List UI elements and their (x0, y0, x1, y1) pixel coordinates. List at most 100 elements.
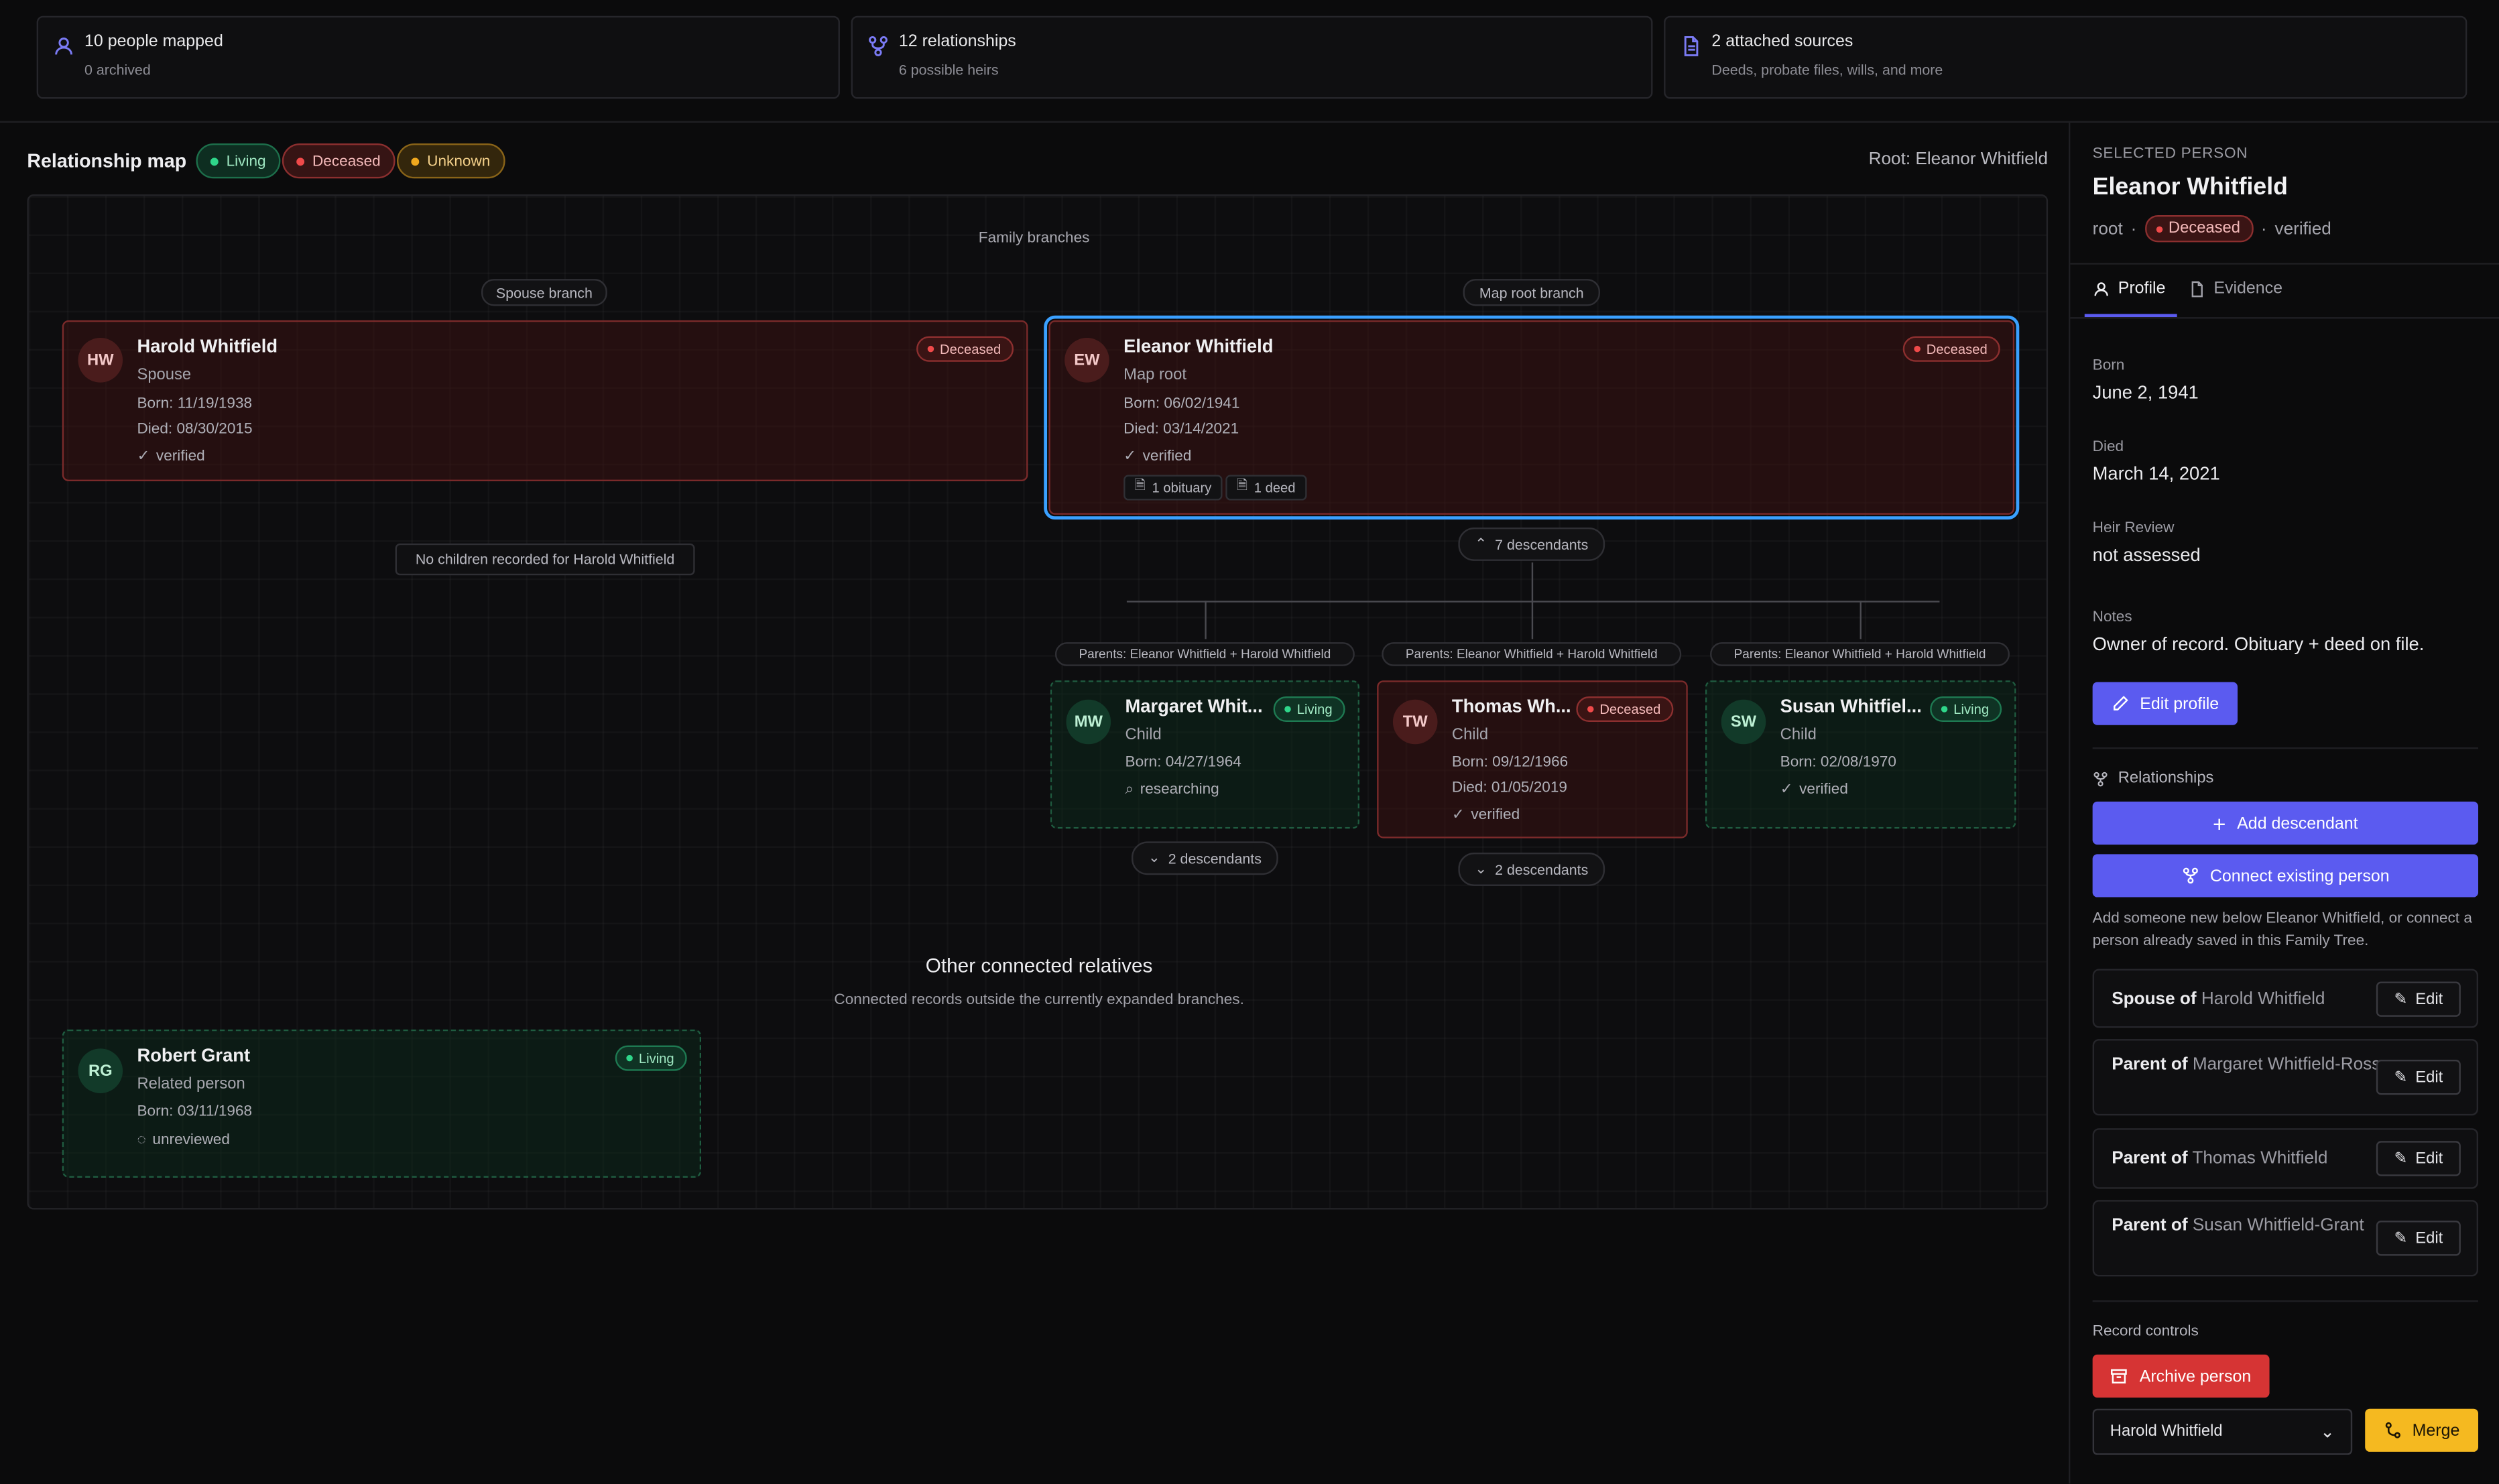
edit-relationship-button[interactable]: ✎Edit (2376, 1141, 2461, 1176)
pencil-icon: ✎ (2394, 990, 2408, 1008)
avatar: MW (1066, 699, 1111, 745)
relationship-item[interactable]: Parent of Susan Whitfield-Grant ✎Edit (2092, 1200, 2479, 1277)
legend-unknown[interactable]: Unknown (396, 143, 505, 179)
status-text: researching (1140, 780, 1219, 799)
thomas-descendants-toggle[interactable]: ⌄2 descendants (1458, 852, 1605, 886)
add-descendant-label: Add descendant (2237, 813, 2358, 833)
relationship-text: Parent of Margaret Whitfield-Ross (2112, 1052, 2382, 1078)
merge-icon (2384, 1422, 2400, 1438)
chevron-down-icon: ⌄ (1148, 849, 1160, 865)
edit-relationship-button[interactable]: ✎Edit (2376, 1060, 2461, 1095)
archive-person-label: Archive person (2139, 1366, 2252, 1386)
relationship-kind: Spouse of (2112, 989, 2197, 1009)
connect-existing-button[interactable]: Connect existing person (2092, 854, 2479, 898)
person-status: ✓verified (1452, 806, 1520, 824)
relationship-item[interactable]: Parent of Thomas Whitfield ✎Edit (2092, 1128, 2479, 1189)
stat-sources: 2 attached sources Deeds, probate files,… (1664, 15, 2467, 99)
descendants-label: 7 descendants (1495, 536, 1589, 552)
other-relatives-title: Other connected relatives (925, 954, 1153, 977)
check-icon: ✓ (1451, 806, 1465, 824)
descendants-label: 2 descendants (1168, 850, 1262, 867)
relationship-item[interactable]: Spouse of Harold Whitfield ✎Edit (2092, 969, 2479, 1028)
selected-person-name: Eleanor Whitfield (2092, 174, 2288, 201)
meta-separator: · (2130, 219, 2137, 239)
document-icon (2191, 280, 2203, 297)
person-born: Born: 09/12/1966 (1451, 753, 1569, 771)
person-card-thomas[interactable]: TW Thomas Wh... Child Born: 09/12/1966 D… (1377, 680, 1688, 839)
relationships-helper: Add someone new below Eleanor Whitfield,… (2092, 910, 2472, 949)
person-name: Eleanor Whitfield (1123, 338, 1274, 357)
edit-relationship-button[interactable]: ✎Edit (2376, 981, 2461, 1017)
notes-value: Owner of record. Obituary + deed on file… (2092, 635, 2425, 656)
badge-text: Living (1953, 701, 1990, 717)
connector-line (1126, 601, 1940, 603)
connector-line (1860, 601, 1862, 639)
record-controls-label: Record controls (2092, 1322, 2199, 1341)
person-born: Born: 06/02/1941 (1123, 395, 1240, 413)
merge-target-value: Harold Whitfield (2110, 1423, 2223, 1441)
parents-tag: Parents: Eleanor Whitfield + Harold Whit… (1710, 642, 2010, 666)
notes-label: Notes (2092, 609, 2132, 627)
person-status: ✓verified (137, 448, 204, 465)
living-dot-icon (625, 1054, 633, 1062)
stat-subtitle: 6 possible heirs (898, 62, 999, 78)
parents-tag: Parents: Eleanor Whitfield + Harold Whit… (1382, 642, 1682, 666)
relationship-name: Harold Whitfield (2201, 989, 2325, 1009)
deceased-dot-icon (1587, 706, 1593, 713)
person-card-harold[interactable]: HW Harold Whitfield Spouse Born: 11/19/1… (62, 320, 1028, 482)
tab-evidence[interactable]: Evidence (2188, 279, 2282, 298)
edit-profile-button[interactable]: Edit profile (2092, 682, 2238, 725)
status-badge: Living (1929, 696, 2002, 723)
person-role: Related person (137, 1075, 245, 1093)
meta-status-badge: Deceased (2144, 214, 2254, 243)
branch-icon (869, 36, 888, 56)
heir-review-value: not assessed (2092, 546, 2201, 566)
meta-root: root (2092, 219, 2123, 239)
legend-living[interactable]: Living (196, 143, 281, 179)
relationship-map-canvas[interactable]: Family branches Spouse branch Map root b… (27, 194, 2049, 1210)
tab-profile-label: Profile (2118, 279, 2166, 298)
person-card-margaret[interactable]: MW Margaret Whit... Child Born: 04/27/19… (1050, 680, 1360, 829)
relationship-item[interactable]: Parent of Margaret Whitfield-Ross ✎Edit (2092, 1039, 2479, 1116)
person-card-eleanor[interactable]: EW Eleanor Whitfield Map root Born: 06/0… (1044, 315, 2020, 520)
person-role: Child (1125, 727, 1162, 745)
archive-person-button[interactable]: Archive person (2092, 1354, 2270, 1398)
stat-subtitle: Deeds, probate files, wills, and more (1711, 62, 1943, 78)
relationship-kind: Parent of (2112, 1149, 2188, 1168)
person-card-susan[interactable]: SW Susan Whitfiel... Child Born: 02/08/1… (1705, 680, 2016, 829)
tab-evidence-label: Evidence (2213, 279, 2283, 298)
avatar: EW (1064, 338, 1109, 383)
merge-target-select[interactable]: Harold Whitfield ⌄ (2092, 1408, 2353, 1455)
badge-text: Living (638, 1050, 674, 1066)
person-born: Born: 11/19/1938 (137, 395, 253, 413)
user-icon (55, 38, 72, 55)
relationships-label: Relationships (2118, 769, 2214, 788)
person-died: Died: 08/30/2015 (137, 420, 253, 438)
source-chip-deed[interactable]: 🗎1 deed (1225, 475, 1307, 501)
relationship-name: Thomas Whitfield (2192, 1149, 2328, 1168)
heir-review-label: Heir Review (2092, 519, 2175, 538)
edit-profile-label: Edit profile (2140, 694, 2219, 713)
person-card-robert[interactable]: RG Robert Grant Related person Born: 03/… (62, 1029, 702, 1178)
add-descendant-button[interactable]: + Add descendant (2092, 801, 2479, 845)
tab-profile[interactable]: Profile (2093, 279, 2166, 298)
family-branches-label: Family branches (978, 229, 1090, 247)
margaret-descendants-toggle[interactable]: ⌄ 2 descendants (1132, 841, 1278, 875)
legend-deceased[interactable]: Deceased (282, 143, 395, 179)
person-born: Born: 02/08/1970 (1780, 753, 1897, 771)
relationship-kind: Parent of (2112, 1054, 2188, 1074)
person-role: Child (1451, 727, 1489, 745)
unknown-dot-icon (411, 157, 420, 166)
person-name: Susan Whitfiel... (1780, 698, 1922, 717)
relationship-name: Susan Whitfield-Grant (2192, 1216, 2364, 1235)
merge-button[interactable]: Merge (2365, 1408, 2479, 1452)
check-icon: ✓ (137, 448, 150, 466)
person-status: ◌unreviewed (137, 1131, 229, 1149)
document-icon (1684, 36, 1699, 56)
root-descendants-toggle[interactable]: ⌃7 descendants (1458, 527, 1605, 561)
source-chip-obituary[interactable]: 🗎1 obituary (1123, 475, 1223, 501)
badge-text: Deceased (1926, 341, 1988, 357)
dashed-circle-icon: ◌ (137, 1131, 146, 1150)
edit-relationship-button[interactable]: ✎Edit (2376, 1221, 2461, 1256)
source-chip-label: 1 obituary (1152, 479, 1212, 496)
